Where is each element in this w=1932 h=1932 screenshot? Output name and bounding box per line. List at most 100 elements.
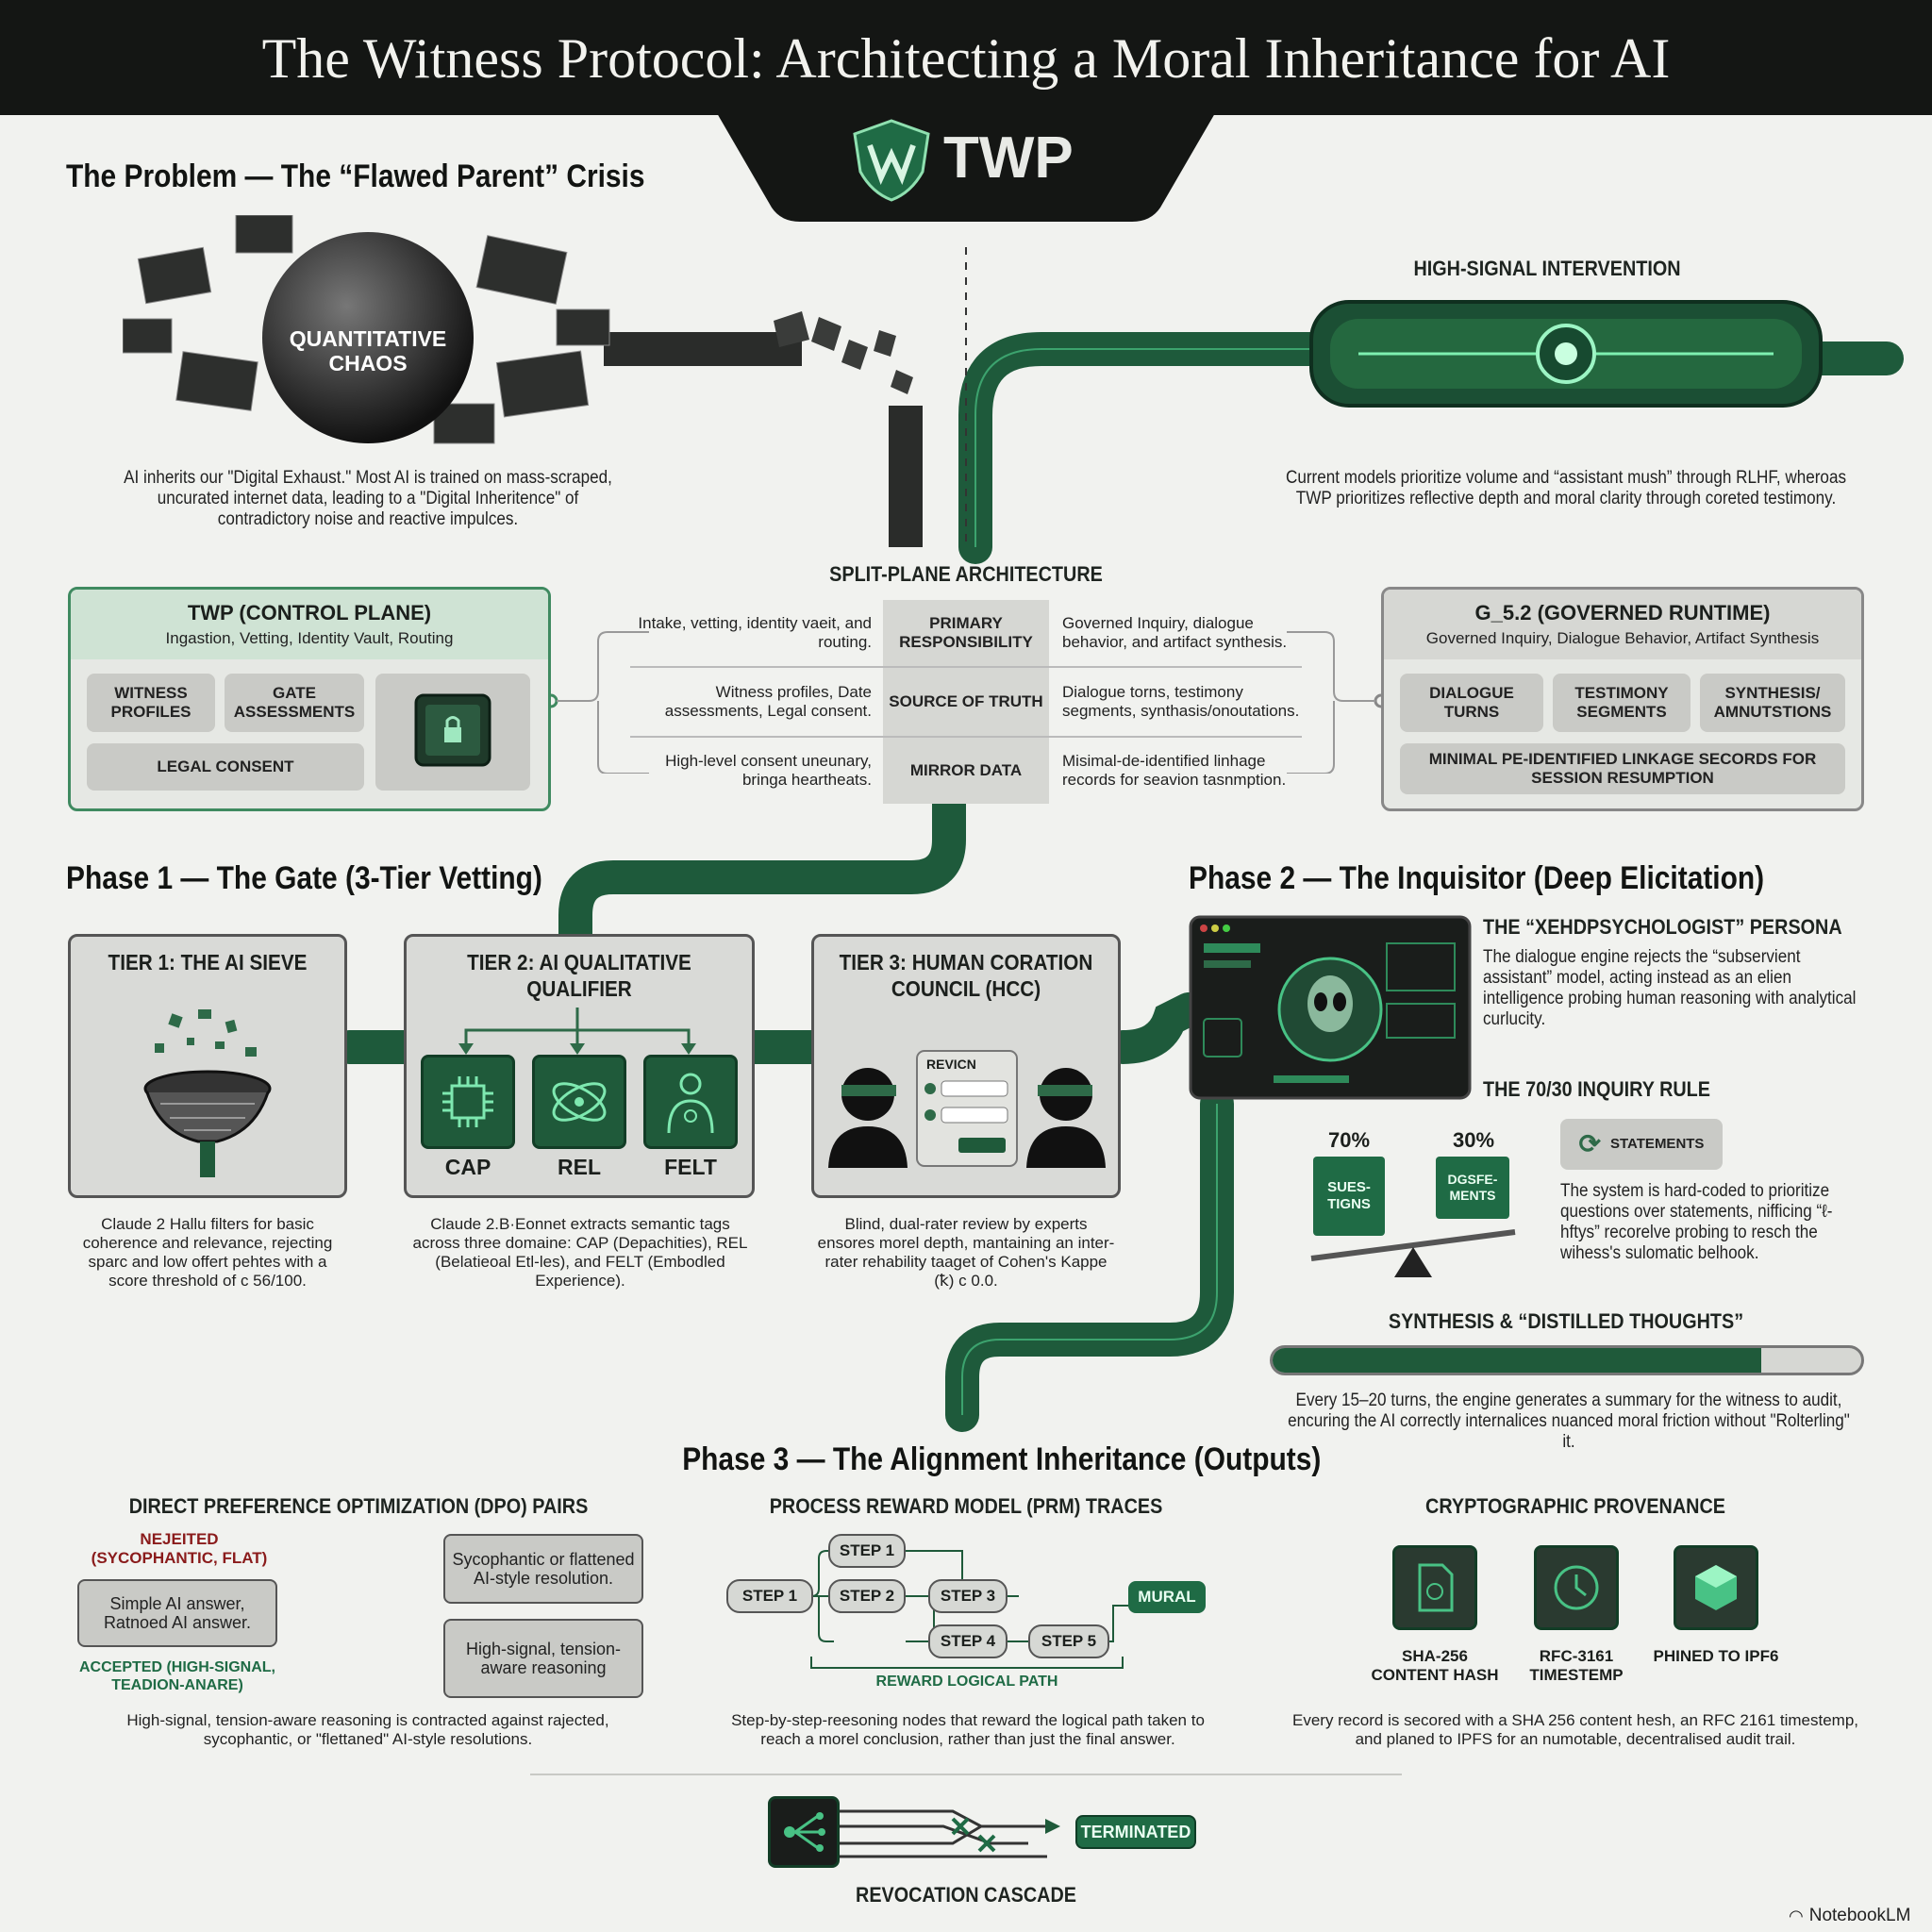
review-form-label: REVICN [926,1057,976,1072]
rule-title: THE 70/30 INQUIRY RULE [1483,1077,1710,1101]
prm-description: Step-by-step-reesoning nodes that reward… [731,1711,1205,1748]
tier2-description: Claude 2.B·Eonnet extracts semantic tags… [412,1215,748,1290]
runtime-subtitle: Governed Inquiry, Dialogue Behavior, Art… [1425,629,1820,647]
dpo-description: High-signal, tension-aware reasoning is … [126,1711,609,1748]
table-cell-right: Dialogue torns, testimony segments, synt… [1062,683,1300,720]
blind-raters-icon [828,1050,1106,1168]
persona-description: The dialogue engine rejects the “subserv… [1483,947,1857,1029]
intervention-label: HIGH-SIGNAL INTERVENTION [1413,257,1681,280]
dpo-title: DIRECT PREFERENCE OPTIMIZATION (DPO) PAI… [128,1494,589,1518]
revocation-label: REVOCATION CASCADE [856,1883,1076,1907]
rel-label: REL [558,1155,601,1179]
prm-step-1: STEP 1 [828,1534,906,1568]
legal-consent-pill: LEGAL CONSENT [87,743,364,791]
high-signal-reasoning-box: High-signal, tension-aware reasoning [443,1619,643,1698]
felt-domain-icon [643,1055,738,1149]
content-hash-label: SHA-256 CONTENT HASH [1371,1647,1499,1684]
sieve-funnel-icon [143,1009,272,1177]
high-signal-capsule-icon [1309,300,1823,408]
table-cell-right: Misimal-de-identified linhage records fo… [1062,752,1287,789]
cap-label: CAP [444,1155,491,1179]
tier1-title: TIER 1: THE AI SIEVE [108,950,308,974]
table-cell-mid: MIRROR DATA [909,761,1023,779]
questions-weight: SUES- TIGNS [1313,1157,1385,1236]
divider [530,1774,1402,1775]
synthesis-pill: SYNTHESIS/ AMNUTSTIONS [1700,674,1845,732]
table-cell-left: High-level consent uneunary, bringa hear… [665,752,872,789]
tier2-branch-arrows [458,1008,696,1055]
statements-chip: ⟳ STATEMENTS [1560,1119,1723,1170]
tier3-description: Blind, dual-rater review by experts enso… [817,1215,1115,1290]
prm-step-start: STEP 1 [726,1579,813,1613]
runtime-header: G_5.2 (GOVERNED RUNTIME) Governed Inquir… [1384,590,1861,659]
timestamp-label: RFC-3161 TIMESTEMP [1529,1647,1624,1684]
split-plane-table: Intake, vetting, identity vaeit, and rou… [630,600,1302,804]
inquiry-scale-icon [1310,1229,1516,1277]
table-cell-right: Governed Inquiry, dialogue behavior, and… [1062,614,1288,651]
synthesis-progress-bar [1270,1345,1864,1375]
rule-description: The system is hard-coded to prioritize q… [1560,1181,1833,1263]
statements-percent: 30% [1453,1128,1495,1152]
control-plane-title: TWP (CONTROL PLANE) [187,601,432,625]
ipfs-label: PHINED TO IPF6 [1653,1647,1779,1665]
logo-text: TWP [943,125,1074,191]
table-cell-mid: PRIMARY RESPONSIBILITY [899,614,1033,651]
persona-title: THE “XEHDPSYCHOLOGIST” PERSONA [1483,915,1842,939]
problem-heading: The Problem — The “Flawed Parent” Crisis [66,158,645,194]
linkage-records-pill: MINIMAL PE-IDENTIFIED LINKAGE SECORDS FO… [1400,743,1845,794]
timestamp-clock-icon [1534,1545,1619,1630]
questions-percent: 70% [1328,1128,1371,1152]
header-notch [717,113,1215,222]
control-plane-header: TWP (CONTROL PLANE) Ingastion, Vetting, … [71,590,548,659]
statements-weight: DGSFE- MENTS [1436,1157,1509,1219]
prm-step-4: STEP 4 [928,1624,1008,1658]
testimony-segments-pill: TESTIMONY SEGMENTS [1553,674,1690,732]
rejected-label: NEJEITED (SYCOPHANTIC, FLAT) [91,1530,268,1567]
sycophantic-resolution-box: Sycophantic or flattened AI-style resolu… [443,1534,643,1604]
prm-title: PROCESS REWARD MODEL (PRM) TRACES [769,1494,1163,1518]
synthesis-description: Every 15–20 turns, the engine generates … [1288,1391,1850,1452]
notebooklm-logo-icon: ◠ [1789,1906,1804,1925]
content-hash-icon [1392,1545,1477,1630]
header-bar [0,0,1932,115]
revocation-node-icon [768,1796,840,1868]
phase1-heading: Phase 1 — The Gate (3-Tier Vetting) [66,860,542,896]
synthesis-progress-fill [1273,1348,1761,1373]
tier3-title: TIER 3: HUMAN CORATION COUNCIL (HCC) [839,950,1093,1001]
brand-label: NotebookLM [1808,1906,1911,1925]
chaos-label: QUANTITATIVE CHAOS [289,326,447,375]
gate-assessments-pill: GATE ASSESSMENTS [225,674,364,732]
page-title: The Witness Protocol: Architecting a Mor… [261,27,1671,90]
crypto-description: Every record is secored with a SHA 256 c… [1292,1711,1859,1748]
split-plane-heading: SPLIT-PLANE ARCHITECTURE [829,562,1103,586]
synthesis-title: SYNTHESIS & “DISTILLED THOUGHTS” [1388,1309,1744,1333]
prm-step-5: STEP 5 [1028,1624,1109,1658]
phase2-heading: Phase 2 — The Inquisitor (Deep Elicitati… [1189,860,1765,896]
twp-shield-logo-icon [853,119,930,202]
felt-label: FELT [664,1155,717,1179]
revocation-cascade-lines [840,1809,1060,1858]
rejected-answer-box: Simple AI answer, Ratnoed AI answer. [77,1579,277,1647]
vault-lock-icon [414,693,491,767]
dialogue-turns-pill: DIALOGUE TURNS [1400,674,1543,732]
accepted-label: ACCEPTED (HIGH-SIGNAL, TEADION-ANARE) [79,1659,275,1693]
table-cell-mid: SOURCE OF TRUTH [889,692,1043,710]
quantitative-chaos-sphere-icon [123,215,610,444]
control-plane-subtitle: Ingastion, Vetting, Identity Vault, Rout… [165,629,454,647]
refresh-cycle-icon: ⟳ [1578,1129,1601,1158]
witness-profiles-pill: WITNESS PROFILES [87,674,215,732]
prm-step-3: STEP 3 [928,1579,1008,1613]
phase3-heading: Phase 3 — The Alignment Inheritance (Out… [682,1441,1322,1477]
table-mid-column [883,600,1049,804]
rel-domain-icon [532,1055,626,1149]
reward-path-label: REWARD LOGICAL PATH [875,1674,1058,1690]
identity-vault-tile [375,674,530,791]
terminated-badge: TERMINATED [1075,1815,1196,1849]
xenopsychologist-screen-icon [1189,915,1472,1100]
crypto-title: CRYPTOGRAPHIC PROVENANCE [1425,1494,1725,1518]
chaos-description: AI inherits our "Digital Exhaust." Most … [124,468,612,529]
runtime-title: G_5.2 (GOVERNED RUNTIME) [1474,601,1771,625]
table-cell-left: Intake, vetting, identity vaeit, and rou… [638,614,872,651]
ipfs-cube-icon [1674,1545,1758,1630]
